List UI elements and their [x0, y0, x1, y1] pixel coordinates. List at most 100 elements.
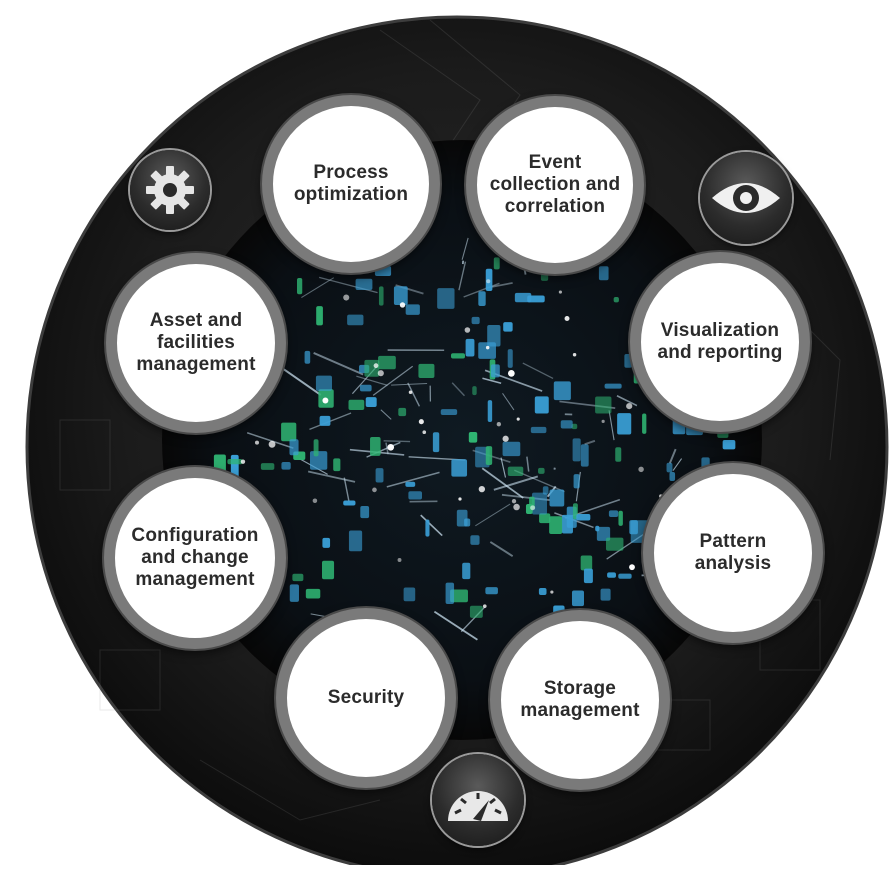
light-dot	[559, 290, 562, 293]
light-dot	[409, 390, 413, 394]
node-security[interactable]: Security	[276, 608, 456, 788]
data-block	[446, 583, 454, 604]
data-block	[503, 322, 512, 331]
light-dot	[458, 497, 461, 500]
data-block	[574, 474, 580, 488]
data-block	[470, 535, 479, 545]
node-asset-facilities[interactable]: Asset and facilities management	[106, 253, 286, 433]
data-block	[573, 438, 581, 461]
node-label: Event collection and correlation	[490, 152, 621, 218]
data-block	[261, 463, 274, 470]
light-dot	[486, 346, 489, 349]
data-block	[605, 384, 622, 389]
data-block	[618, 574, 631, 579]
data-block	[549, 516, 562, 534]
data-block	[292, 574, 303, 581]
data-block	[370, 437, 381, 456]
node-configuration-change[interactable]: Configuration and change management	[104, 467, 286, 649]
data-block	[394, 286, 408, 305]
data-block	[581, 556, 593, 571]
data-block	[466, 339, 475, 357]
data-block	[539, 513, 550, 523]
light-dot	[419, 419, 424, 424]
data-block	[281, 423, 296, 442]
data-block	[538, 468, 545, 474]
data-block	[478, 342, 496, 359]
light-dot	[372, 488, 377, 493]
data-block	[322, 538, 330, 548]
node-visualization-reporting[interactable]: Visualization and reporting	[630, 252, 810, 432]
eye-badge	[700, 152, 792, 244]
data-block	[617, 413, 631, 434]
speedometer-icon	[443, 773, 513, 827]
node-label: Asset and facilities management	[136, 310, 255, 376]
light-dot	[465, 327, 471, 333]
data-block	[508, 349, 513, 368]
data-block	[515, 293, 531, 302]
node-pattern-analysis[interactable]: Pattern analysis	[643, 463, 823, 643]
light-dot	[638, 467, 643, 472]
light-dot	[241, 459, 245, 463]
light-dot	[422, 430, 426, 434]
data-block	[609, 510, 618, 517]
data-block	[451, 459, 467, 476]
node-label: Configuration and change management	[131, 525, 258, 591]
node-process-optimization[interactable]: Process optimization	[262, 95, 440, 273]
data-block	[508, 467, 523, 476]
light-dot	[629, 564, 635, 570]
data-block	[615, 447, 621, 461]
data-block	[366, 397, 377, 407]
data-block	[618, 511, 622, 526]
data-block	[322, 561, 334, 580]
data-block	[305, 351, 311, 364]
data-block	[549, 489, 564, 506]
data-block	[576, 514, 590, 520]
node-storage-management[interactable]: Storage management	[490, 610, 670, 790]
data-block	[227, 459, 242, 464]
light-dot	[573, 353, 576, 356]
data-block	[320, 416, 331, 426]
data-block	[437, 288, 454, 309]
light-dot	[602, 420, 605, 423]
data-block	[349, 400, 365, 410]
data-block	[316, 376, 332, 391]
node-label: Visualization and reporting	[657, 320, 782, 364]
data-block	[572, 591, 584, 607]
data-block	[607, 572, 616, 577]
data-block	[418, 364, 434, 378]
light-dot	[387, 444, 394, 451]
data-block	[469, 432, 477, 443]
data-block	[425, 519, 429, 536]
light-dot	[378, 370, 384, 376]
light-dot	[313, 498, 318, 503]
data-block	[599, 266, 609, 280]
node-label: Process optimization	[294, 162, 408, 206]
data-block	[405, 482, 415, 487]
data-block	[642, 414, 646, 434]
data-block	[491, 364, 500, 377]
node-label: Pattern analysis	[695, 531, 772, 575]
data-block	[584, 569, 593, 583]
inner-core	[162, 140, 762, 740]
data-block	[462, 563, 470, 579]
data-block	[333, 458, 340, 471]
light-dot	[626, 403, 632, 409]
light-dot	[550, 590, 553, 593]
data-block	[669, 472, 675, 481]
data-block	[478, 291, 485, 306]
speedometer-badge	[432, 754, 524, 846]
node-event-collection[interactable]: Event collection and correlation	[466, 96, 644, 274]
light-dot	[343, 294, 349, 300]
data-block	[531, 427, 547, 433]
light-dot	[374, 363, 379, 368]
data-block	[343, 500, 355, 505]
node-label: Security	[328, 687, 405, 709]
data-block	[457, 510, 468, 527]
data-block	[398, 408, 406, 416]
eye-icon	[710, 174, 782, 222]
data-block	[281, 462, 290, 470]
data-block	[360, 385, 372, 392]
light-dot	[483, 604, 487, 608]
light-dot	[503, 436, 509, 442]
